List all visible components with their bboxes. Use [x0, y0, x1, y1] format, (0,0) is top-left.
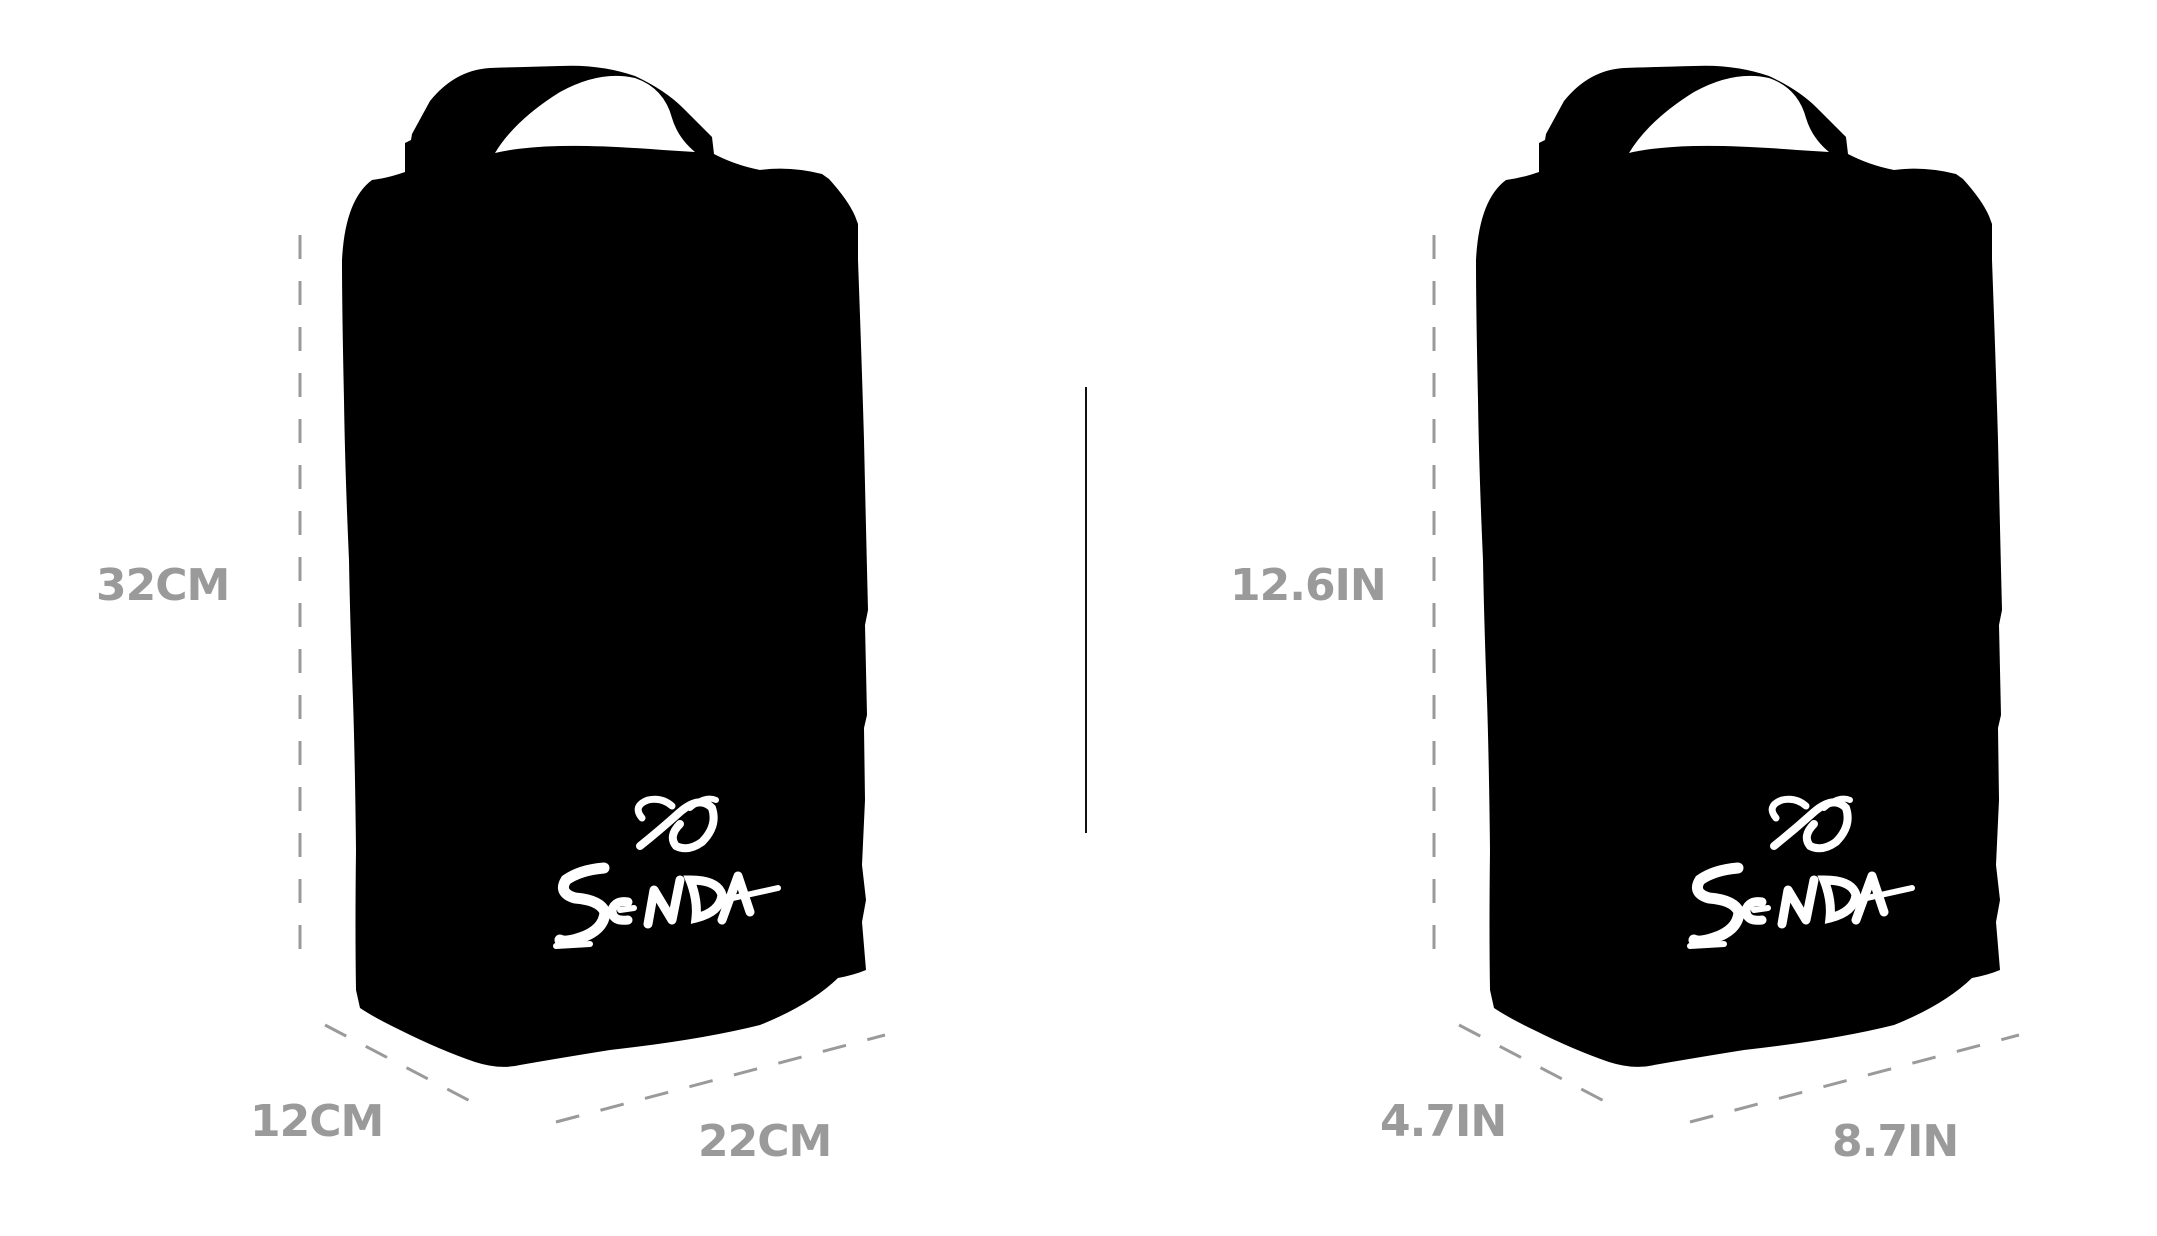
- height-label-metric: 32CM: [96, 560, 230, 611]
- depth-dimension-line: [1458, 1023, 1607, 1104]
- bag-metric: [342, 65, 868, 1067]
- unit-divider: [1085, 387, 1087, 833]
- width-label-imperial: 8.7IN: [1832, 1116, 1959, 1167]
- height-label-imperial: 12.6IN: [1230, 560, 1387, 611]
- width-dimension-line: [1689, 1033, 2020, 1124]
- width-label-metric: 22CM: [698, 1116, 832, 1167]
- width-dimension-line: [555, 1033, 886, 1124]
- depth-label-metric: 12CM: [250, 1096, 384, 1147]
- depth-dimension-line: [324, 1023, 473, 1104]
- depth-label-imperial: 4.7IN: [1380, 1096, 1507, 1147]
- bag-imperial: [1476, 65, 2002, 1067]
